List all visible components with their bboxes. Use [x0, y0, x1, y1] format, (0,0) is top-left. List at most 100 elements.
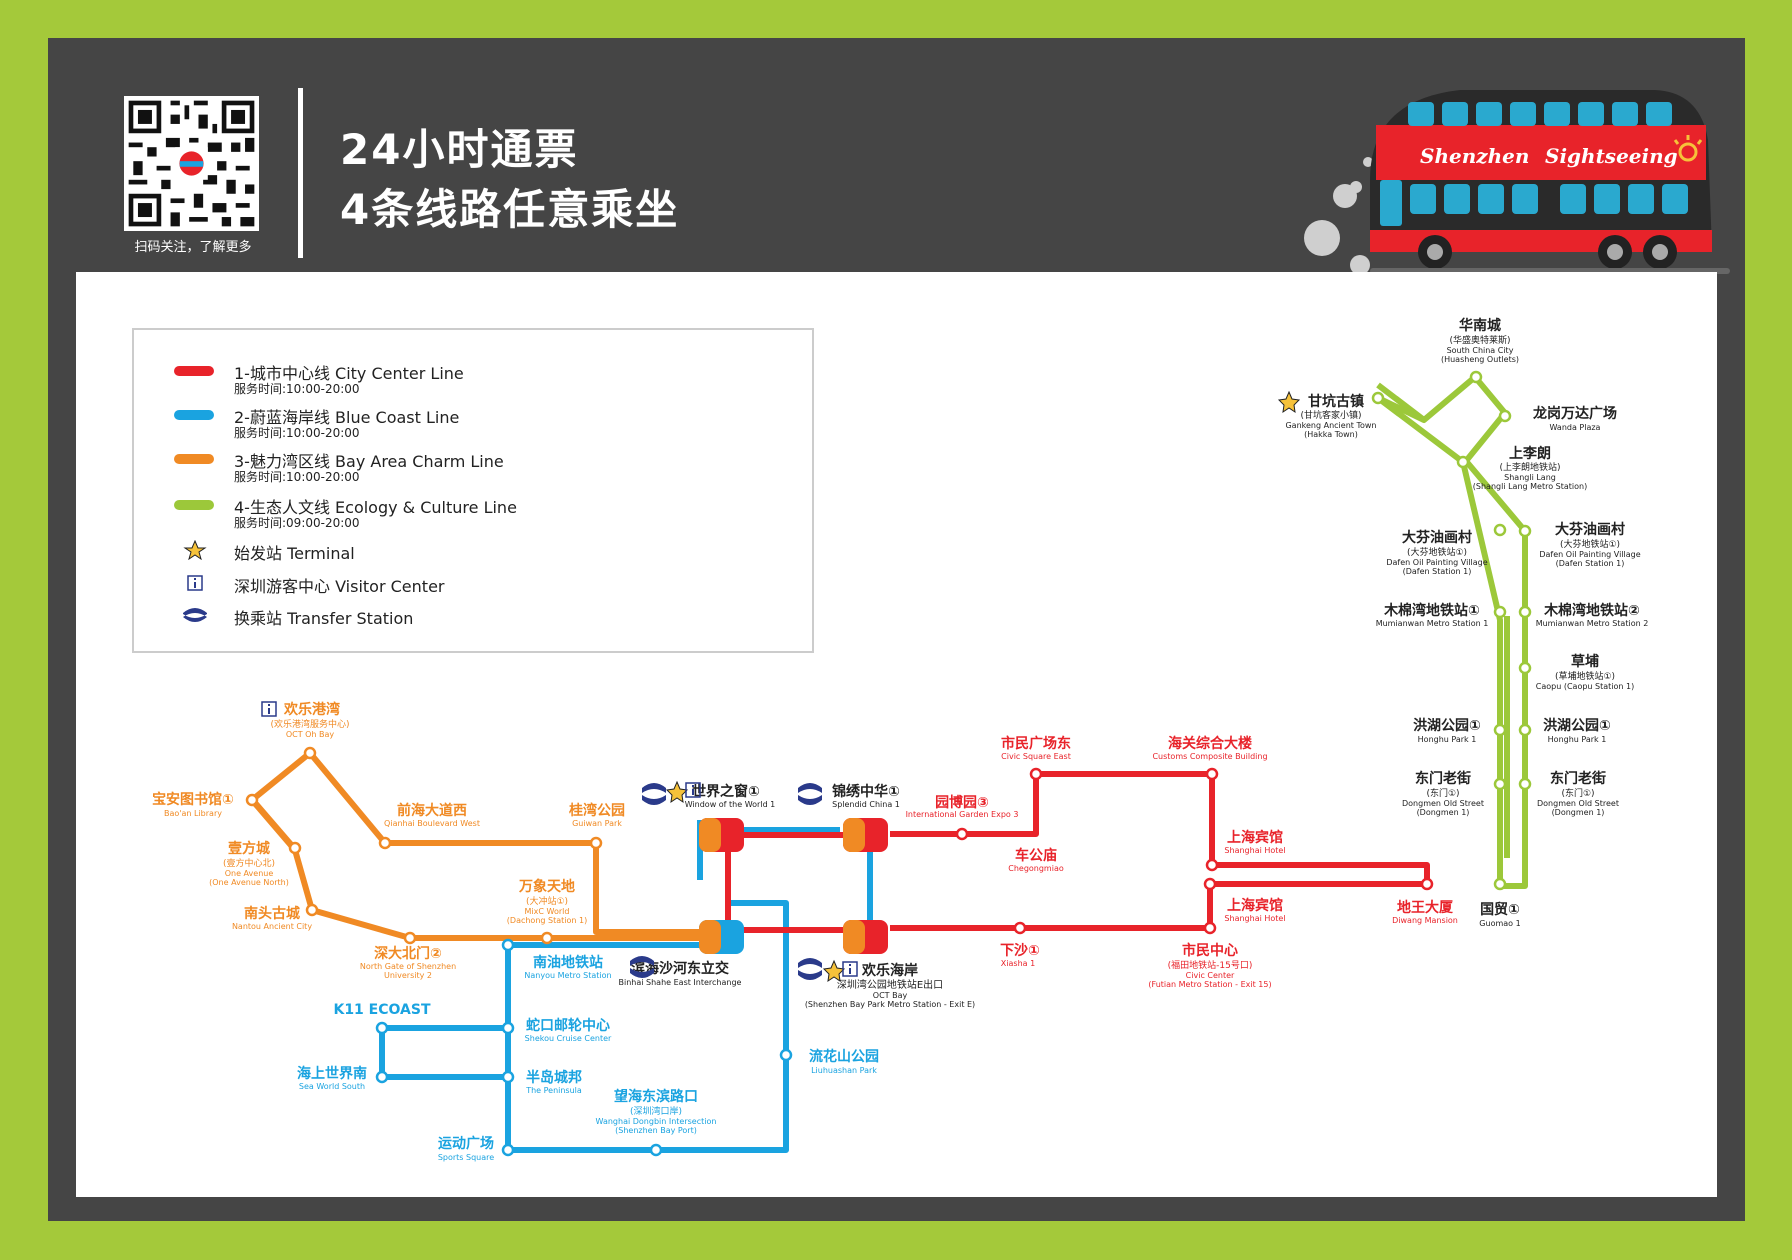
station-en: Mumianwan Metro Station 2: [1536, 619, 1649, 628]
transfer-hub-oct-bay[interactable]: [843, 920, 888, 954]
transfer-hub-binhai[interactable]: [699, 920, 744, 954]
station-dot[interactable]: [1493, 723, 1507, 737]
station-dot[interactable]: [1518, 723, 1532, 737]
legend-line-name: 2-蔚蓝海岸线 Blue Coast Line: [234, 408, 460, 427]
station-dot[interactable]: [1205, 858, 1219, 872]
station-dot[interactable]: [1498, 409, 1512, 423]
station-dot[interactable]: [378, 836, 392, 850]
station-dot[interactable]: [1371, 391, 1385, 405]
legend-symbol-label: 始发站 Terminal: [234, 544, 355, 563]
station-sub: (欢乐港湾服务中心): [270, 718, 349, 730]
legend-line-hours: 服务时间:10:00-20:00: [234, 382, 360, 396]
station-dot[interactable]: [1205, 767, 1219, 781]
transfer-hub-window-of-world[interactable]: [699, 818, 744, 852]
info-icon: [685, 782, 701, 798]
station-en: (Futian Metro Station - Exit 15): [1148, 980, 1271, 989]
station-name: 大芬油画村: [1402, 529, 1472, 546]
transfer-hub-splendid-china[interactable]: [843, 818, 888, 852]
station-name: 欢乐港湾: [283, 701, 340, 718]
station-dot[interactable]: [375, 1021, 389, 1035]
station-dot[interactable]: [779, 1048, 793, 1062]
station-dot[interactable]: [1420, 877, 1434, 891]
station-dot[interactable]: [1203, 921, 1217, 935]
station-dot[interactable]: [245, 793, 259, 807]
info-icon: [842, 961, 858, 977]
station-en: Honghu Park 1: [1418, 735, 1477, 744]
station-sub: (大芬地铁站①): [1407, 546, 1467, 558]
station-dot[interactable]: [1493, 605, 1507, 619]
station-dot[interactable]: [501, 938, 515, 952]
station-en: Civic Square East: [1001, 752, 1071, 761]
station-dot[interactable]: [540, 931, 554, 945]
station-name: 运动广场: [438, 1135, 494, 1152]
bubble-icon: [1350, 255, 1370, 275]
station-dot[interactable]: [1518, 777, 1532, 791]
station-dot[interactable]: [589, 836, 603, 850]
station-dot[interactable]: [1013, 921, 1027, 935]
legend-line-hours: 服务时间:09:00-20:00: [234, 516, 360, 530]
station-dot[interactable]: [1456, 455, 1470, 469]
station-name: 市民广场东: [1001, 735, 1071, 752]
station-name: 上海宾馆: [1227, 829, 1283, 846]
station-en: (Dachong Station 1): [507, 916, 587, 925]
station-name: 洪湖公园①: [1413, 717, 1481, 734]
station-dot[interactable]: [1518, 605, 1532, 619]
station-name: 锦绣中华①: [832, 783, 900, 800]
station-name: 龙岗万达广场: [1532, 405, 1617, 422]
bus-text-sightseeing: Sightseeing: [1545, 144, 1678, 168]
station-en: Qianhai Boulevard West: [384, 819, 480, 828]
station-en: Dongmen Old Street: [1402, 799, 1484, 808]
station-en: Chegongmiao: [1008, 864, 1064, 873]
station-en: The Peninsula: [525, 1086, 582, 1095]
station-en: Sports Square: [438, 1153, 494, 1162]
station-en: North Gate of Shenzhen: [360, 962, 456, 971]
station-dot[interactable]: [955, 827, 969, 841]
station-dot[interactable]: [288, 841, 302, 855]
station-dot[interactable]: [1029, 767, 1043, 781]
legend-line-name: 3-魅力湾区线 Bay Area Charm Line: [234, 452, 504, 471]
transfer-icon: [630, 956, 654, 978]
station-name: 地王大厦: [1397, 899, 1454, 916]
station-dot[interactable]: [305, 903, 319, 917]
station-name: 园博园③: [935, 794, 989, 811]
station-en: Shanghai Hotel: [1224, 914, 1285, 923]
transfer-icon: [798, 783, 822, 805]
station-en: Honghu Park 1: [1548, 735, 1607, 744]
station-name: 前海大道西: [397, 802, 467, 819]
station-sub: (大冲站①): [526, 895, 568, 907]
station-dot[interactable]: [1203, 877, 1217, 891]
station-sub: (壹方中心北): [223, 857, 275, 869]
station-dot[interactable]: [303, 746, 317, 760]
station-dot[interactable]: [501, 1070, 515, 1084]
station-name: 海关综合大楼: [1168, 735, 1252, 752]
station-en: (Hakka Town): [1304, 430, 1358, 439]
station-dot[interactable]: [501, 1021, 515, 1035]
station-name: 世界之窗①: [692, 783, 760, 800]
station-dot[interactable]: [1518, 524, 1532, 538]
bubble-icon: [1350, 181, 1362, 193]
station-dot[interactable]: [1493, 877, 1507, 891]
station-en: Gankeng Ancient Town: [1285, 421, 1376, 430]
station-name: 木棉湾地铁站②: [1543, 602, 1640, 619]
station-dot[interactable]: [1518, 661, 1532, 675]
station-name: 滨海沙河东立交: [631, 960, 729, 977]
legend-line-hours: 服务时间:10:00-20:00: [234, 426, 360, 440]
qr-code[interactable]: [124, 96, 259, 231]
station-en: Window of the World 1: [685, 800, 776, 809]
legend-swatch-red: [174, 366, 214, 376]
station-dot[interactable]: [403, 931, 417, 945]
station-dot[interactable]: [1493, 523, 1507, 537]
legend-swatch-orange: [174, 454, 214, 464]
station-dot[interactable]: [501, 1143, 515, 1157]
station-dot[interactable]: [649, 1143, 663, 1157]
info-icon: [261, 701, 277, 717]
station-sub: (上李朗地铁站): [1499, 461, 1560, 473]
station-dot[interactable]: [1469, 370, 1483, 384]
station-en: Dafen Oil Painting Village: [1386, 558, 1487, 567]
station-name: 木棉湾地铁站①: [1383, 602, 1480, 619]
station-name: 流花山公园: [809, 1048, 879, 1065]
station-name: 望海东滨路口: [614, 1088, 698, 1105]
station-dot[interactable]: [375, 1070, 389, 1084]
station-name: 南油地铁站: [533, 954, 603, 971]
station-dot[interactable]: [1493, 777, 1507, 791]
